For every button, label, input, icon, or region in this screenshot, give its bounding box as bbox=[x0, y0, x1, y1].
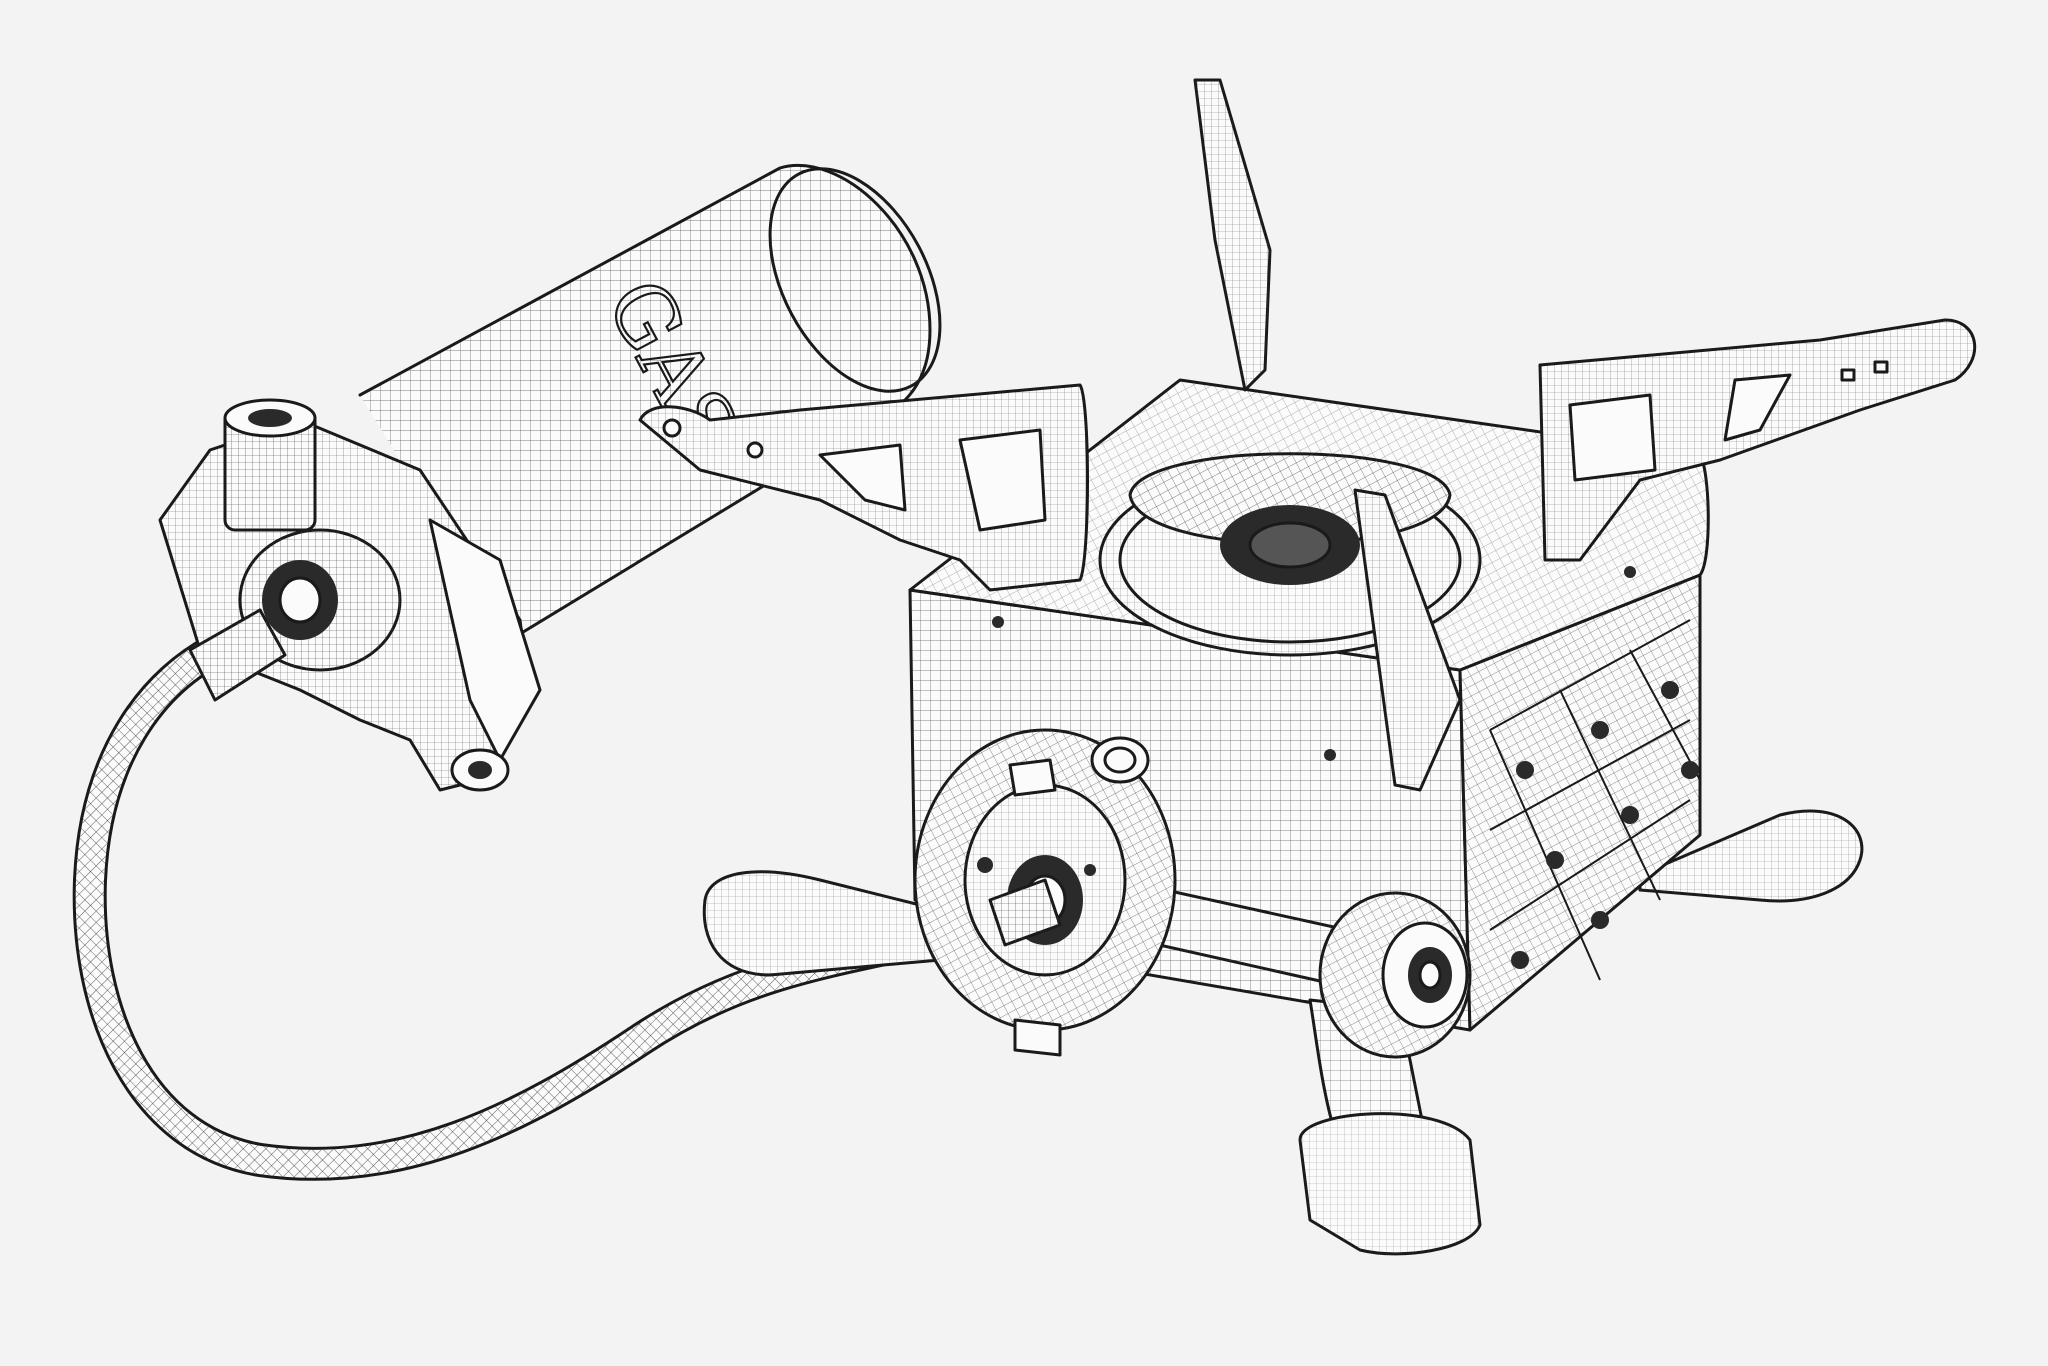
side-panel-pattern bbox=[1489, 619, 1701, 981]
gas-hose bbox=[72, 628, 1027, 1181]
stove-body bbox=[638, 78, 1977, 1256]
front-leg bbox=[1298, 998, 1482, 1256]
pot-support-front bbox=[1353, 488, 1462, 792]
side-panel-rivets bbox=[1511, 681, 1699, 969]
control-knob[interactable] bbox=[1318, 891, 1472, 1059]
pot-arm-right bbox=[1538, 318, 1977, 562]
pot-arm-left bbox=[638, 383, 1089, 592]
pot-support-rear bbox=[1193, 78, 1272, 392]
canister-valve-assembly bbox=[158, 398, 542, 792]
